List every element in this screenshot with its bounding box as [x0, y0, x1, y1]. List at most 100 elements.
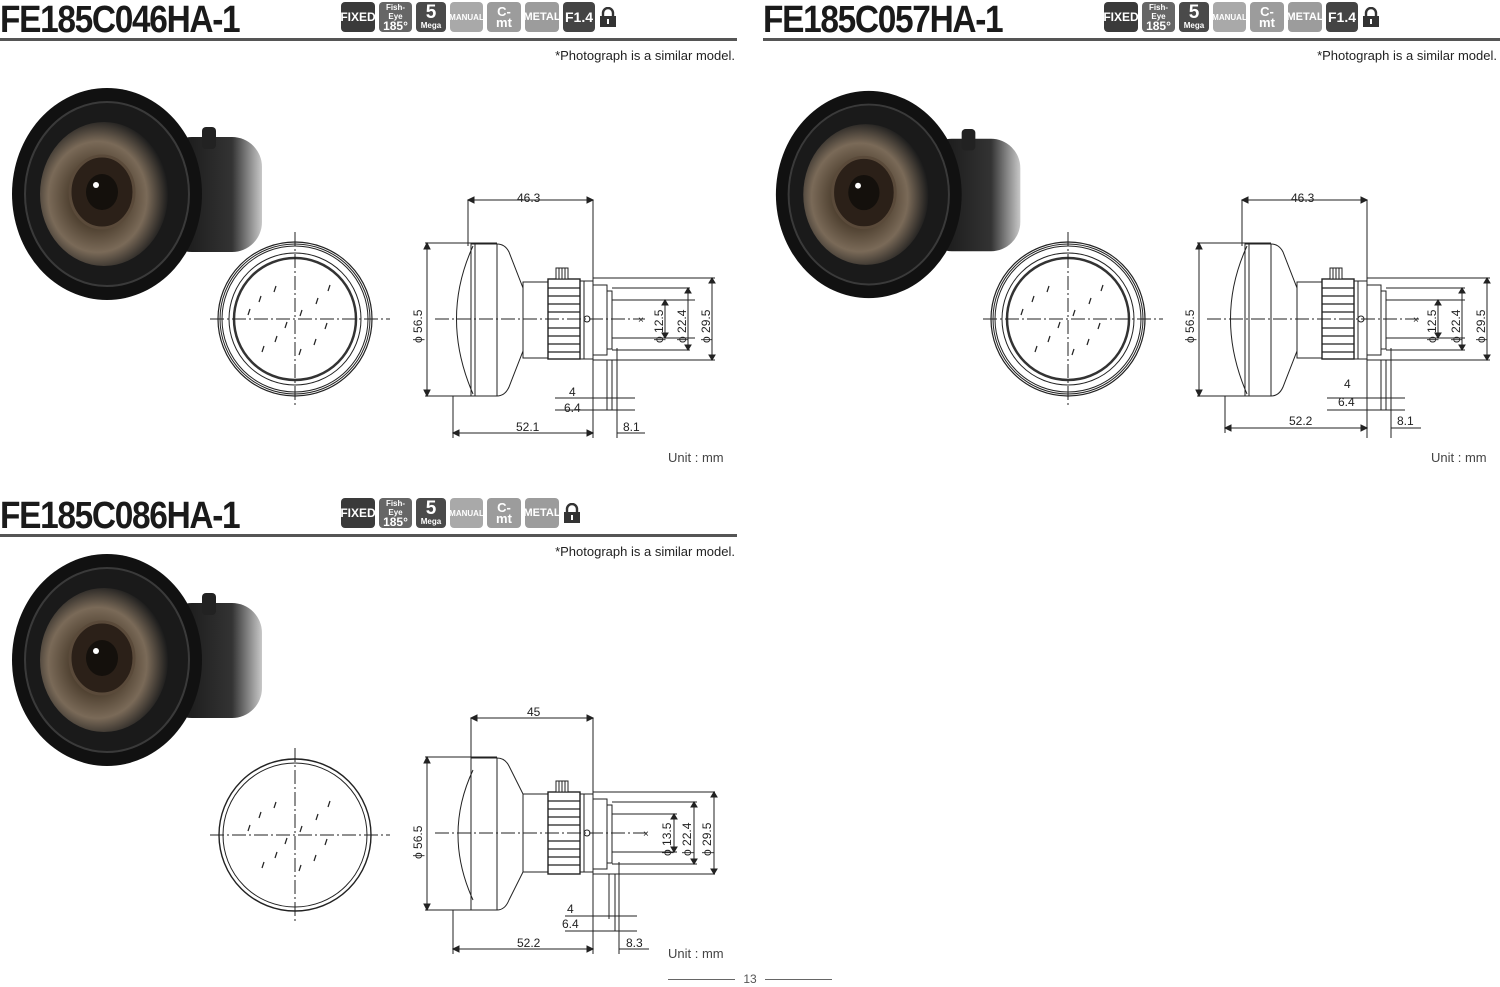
badge-mega-label: Mega: [1183, 21, 1205, 30]
badge-manual-label: MANUAL: [449, 508, 484, 518]
photo-note: *Photograph is a similar model.: [555, 544, 735, 559]
photo-note: *Photograph is a similar model.: [555, 48, 735, 63]
badge-manual: MANUAL: [449, 498, 484, 528]
dim-rear-inner-diameter: ϕ 12.5: [1425, 309, 1439, 343]
unit-label: Unit : mm: [668, 946, 724, 961]
dim-body-diameter: ϕ 29.5: [699, 309, 713, 343]
badge-metal: METAL: [523, 498, 561, 528]
badge-mega-number: 5: [425, 2, 437, 23]
badge-manual: MANUAL: [1212, 2, 1247, 32]
page-number-rule-left: [668, 978, 736, 980]
badge-cmount: C-mt: [1250, 2, 1284, 32]
badge-cmount: C-mt: [487, 2, 521, 32]
dim-flange-b: 6.4: [562, 917, 579, 931]
dim-rear-mid-diameter: ϕ 22.4: [680, 822, 694, 856]
dim-front-diameter: ϕ 56.5: [411, 309, 425, 343]
photo-note: *Photograph is a similar model.: [1317, 48, 1497, 63]
badge-fisheye-angle: 185°: [383, 514, 408, 529]
badge-fixed-label: FIXED: [340, 505, 376, 520]
dim-front-diameter: ϕ 56.5: [1183, 309, 1197, 343]
badge-fixed: FIXED: [340, 2, 376, 32]
dim-rear-mid-diameter: ϕ 22.4: [1449, 309, 1463, 343]
side-view-drawing: × 46.3 ϕ 56.5 ϕ 12.5 ϕ 22.4 ϕ 29.5 4 6.4…: [411, 191, 716, 438]
badge-mega-label: Mega: [420, 21, 442, 30]
badge-aperture-label: F1.4: [565, 8, 594, 25]
dim-overall-length: 45: [527, 705, 541, 719]
model-title: FE185C086HA-1: [0, 495, 241, 537]
lens-photo: [12, 554, 262, 766]
badge-mega-label: Mega: [420, 517, 442, 526]
badge-metal: METAL: [523, 2, 561, 32]
side-view-drawing: × 46.3 ϕ 56.5 ϕ 12.5 ϕ 22.4 ϕ 29.5 4 6.4…: [1183, 191, 1491, 438]
badge-aperture: F1.4: [563, 2, 595, 32]
lock-icon: [1362, 6, 1380, 28]
badge-fisheye-angle: 185°: [1146, 18, 1171, 33]
dim-overall-length: 46.3: [517, 191, 541, 205]
dim-rear-inner-diameter: ϕ 13.5: [660, 822, 674, 856]
badge-aperture-label: F1.4: [1328, 8, 1357, 25]
dim-rear-inner-diameter: ϕ 12.5: [652, 309, 666, 343]
dim-flange-b: 6.4: [564, 401, 581, 415]
title-rule: [763, 38, 1500, 41]
dim-flange-a: 4: [1344, 377, 1351, 391]
dim-flange-a: 4: [567, 902, 574, 916]
lens-photo: [775, 90, 1021, 299]
badge-fisheye-label: Fish-Eye: [1148, 2, 1169, 21]
front-view-drawing: [210, 232, 390, 405]
dim-body-diameter: ϕ 29.5: [1474, 309, 1488, 343]
page-number-label: 13: [743, 972, 757, 986]
badge-cmount-label: C-mt: [496, 4, 512, 30]
badge-fisheye-label: Fish-Eye: [385, 2, 406, 21]
dim-flange-b: 6.4: [1338, 395, 1355, 409]
title-rule: [0, 38, 737, 41]
lock-icon: [563, 502, 581, 524]
svg-text:×: ×: [638, 315, 644, 326]
badge-mega-number: 5: [425, 498, 437, 519]
lock-icon: [599, 6, 617, 28]
badge-metal-label: METAL: [1286, 10, 1324, 23]
dim-rear-mid-diameter: ϕ 22.4: [675, 309, 689, 343]
badge-manual: MANUAL: [449, 2, 484, 32]
svg-text:×: ×: [643, 829, 649, 840]
badge-cmount-label: C-mt: [496, 500, 512, 526]
front-view-drawing: [210, 748, 390, 921]
badge-fisheye-angle: 185°: [383, 18, 408, 33]
badge-fixed: FIXED: [1103, 2, 1139, 32]
dim-front-diameter: ϕ 56.5: [411, 825, 425, 859]
page-number-rule-right: [764, 978, 833, 980]
badge-metal: METAL: [1286, 2, 1324, 32]
front-view-drawing: [983, 232, 1163, 405]
badge-fixed-label: FIXED: [1103, 9, 1139, 24]
dim-total-length: 52.2: [517, 936, 541, 950]
dim-body-diameter: ϕ 29.5: [700, 822, 714, 856]
unit-label: Unit : mm: [668, 450, 724, 465]
svg-text:×: ×: [1413, 315, 1419, 326]
dim-back-focus: 8.1: [623, 420, 640, 434]
dim-flange-a: 4: [569, 385, 576, 399]
title-rule: [0, 534, 737, 537]
dim-total-length: 52.2: [1289, 414, 1313, 428]
unit-label: Unit : mm: [1431, 450, 1487, 465]
dim-back-focus: 8.3: [626, 936, 643, 950]
badge-metal-label: METAL: [523, 506, 561, 519]
lens-photo: [12, 88, 262, 300]
badge-manual-label: MANUAL: [449, 12, 484, 22]
badge-aperture: F1.4: [1326, 2, 1358, 32]
badge-fixed-label: FIXED: [340, 9, 376, 24]
model-title: FE185C046HA-1: [0, 0, 241, 41]
badge-metal-label: METAL: [523, 10, 561, 23]
dim-overall-length: 46.3: [1291, 191, 1315, 205]
badge-manual-label: MANUAL: [1212, 12, 1247, 22]
